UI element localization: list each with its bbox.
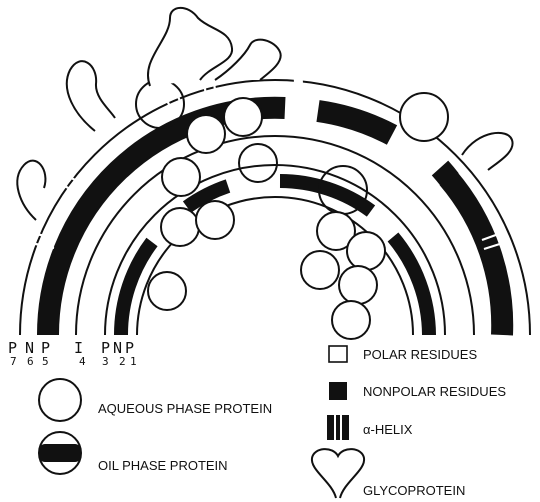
aqueous-protein [301, 251, 339, 289]
outer-nonpolar-band-right-top [318, 111, 392, 135]
layer-label-sub: 7 [10, 355, 17, 368]
aqueous-protein [224, 98, 262, 136]
aqueous-protein [136, 80, 184, 128]
aqueous-protein [400, 93, 448, 141]
aqueous-protein [339, 266, 377, 304]
aqueous-protein [162, 158, 200, 196]
inner-membrane [105, 165, 445, 335]
legend-glycoprotein-icon [312, 449, 364, 498]
glycoprotein-icon [148, 8, 232, 86]
outer-nonpolar-band-right-mid [440, 168, 450, 180]
layer-label-sub: 6 [27, 355, 34, 368]
glycoprotein-icon [462, 133, 513, 170]
legend-helix-label: α-HELIX [363, 422, 413, 437]
legend-helix-icon [327, 415, 349, 440]
legend-polar-icon [329, 346, 347, 362]
legend-oil-icon [39, 432, 81, 474]
aqueous-protein [196, 201, 234, 239]
legend-polar-label: POLAR RESIDUES [363, 347, 477, 362]
aqueous-protein [161, 208, 199, 246]
legend-aqueous-icon [39, 379, 81, 421]
legend-aqueous-label: AQUEOUS PHASE PROTEIN [98, 401, 272, 416]
legend-nonpolar-label: NONPOLAR RESIDUES [363, 384, 506, 399]
layer-label-sub: 1 [130, 355, 137, 368]
aqueous-protein [347, 232, 385, 270]
layer-labels: P 7 N 6 P 5 I 4 P 3 N 2 P 1 [8, 339, 137, 368]
legend-nonpolar-icon [329, 382, 347, 400]
aqueous-protein [187, 115, 225, 153]
aqueous-protein [148, 272, 186, 310]
aqueous-protein [239, 144, 277, 182]
inner-membrane-outer-line [105, 165, 445, 335]
layer-label-sub: 3 [102, 355, 109, 368]
glycoprotein-icon [17, 161, 45, 220]
aqueous-protein [332, 301, 370, 339]
layer-label-sub: 5 [42, 355, 49, 368]
outer-nonpolar-band-right [448, 178, 502, 335]
layer-label-sub: 4 [79, 355, 86, 368]
legend: AQUEOUS PHASE PROTEIN OIL PHASE PROTEIN … [39, 346, 506, 498]
outer-band-gap [298, 70, 300, 130]
legend-oil-label: OIL PHASE PROTEIN [98, 458, 228, 473]
legend-glycoprotein-label: GLYCOPROTEIN [363, 483, 465, 498]
glycoprotein-icon [67, 61, 115, 131]
